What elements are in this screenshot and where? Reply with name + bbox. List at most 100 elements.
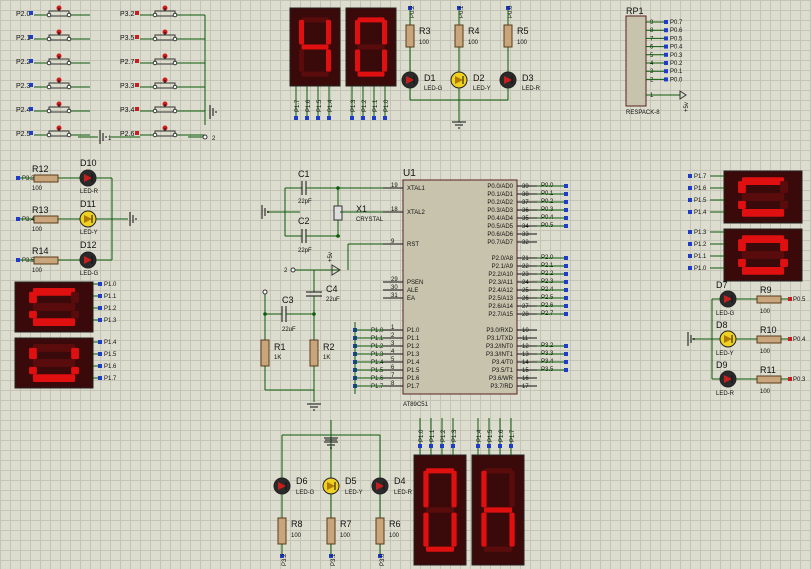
mcu-pin-num: 35 (522, 216, 529, 222)
mcu-pin-name: P2.5/A13 (488, 296, 513, 302)
junction-dot (312, 312, 316, 316)
pin-marker (98, 282, 102, 286)
led-ref: D9 (716, 360, 728, 370)
resistor-value: 1K (323, 355, 330, 361)
mcu-pin-name: P3.5/T1 (492, 368, 514, 374)
mcu-pin-num: 19 (391, 183, 398, 189)
pin-marker (564, 208, 568, 212)
vcc-label: +5v (328, 252, 334, 262)
resistor-R9[interactable] (756, 295, 782, 304)
switch-contact (152, 60, 158, 66)
display-pin-label: P1.5 (104, 352, 117, 358)
resistor-R11[interactable] (756, 375, 782, 384)
mcu-pin-name: P1.4 (407, 360, 420, 366)
segment-e (423, 512, 429, 547)
segment-a (741, 235, 785, 244)
pin-marker (135, 131, 139, 135)
junction-dot (336, 186, 340, 190)
segment-c (71, 366, 79, 375)
pin-marker (564, 256, 568, 260)
pin-marker (664, 52, 668, 57)
resistor-R2[interactable] (309, 339, 319, 367)
switch-contact (46, 60, 52, 66)
switch-contact (152, 132, 158, 138)
respack-net-label: P0.5 (670, 36, 683, 42)
mcu-net-label: P1.1 (371, 336, 384, 342)
pin-marker (487, 444, 491, 448)
mcu-pin-name: RST (407, 242, 419, 248)
resistor-R10[interactable] (756, 335, 782, 344)
display-pin-label: P1.5 (694, 198, 707, 204)
segment-b (382, 19, 387, 45)
segment-e (738, 200, 746, 209)
pin-marker (29, 59, 33, 63)
pin-marker (564, 264, 568, 268)
pin-marker (98, 306, 102, 310)
mcu-pin-name: P2.0/A8 (492, 256, 514, 262)
segment-a (301, 17, 329, 23)
resistor-R8[interactable] (277, 517, 287, 545)
segment-e (738, 258, 746, 267)
switch-net-label: P2.3 (16, 83, 31, 90)
led-triangle (84, 215, 92, 223)
respack-type: RESPACK-8 (626, 110, 660, 116)
resistor-R12[interactable] (33, 174, 59, 183)
respack-net-label: P0.6 (670, 28, 683, 34)
resistor-R13[interactable] (33, 215, 59, 224)
crystal-icon[interactable] (333, 205, 343, 221)
led-triangle (84, 256, 92, 264)
led-type: LED-Y (345, 490, 363, 496)
mcu-body[interactable] (402, 179, 518, 395)
led-net-label: P3.3 (22, 176, 35, 182)
resistor-R6[interactable] (375, 517, 385, 545)
mcu-part: AT89C51 (403, 402, 429, 408)
segment-g (301, 44, 329, 50)
resistor-R14[interactable] (33, 256, 59, 265)
switch-contact (66, 84, 72, 90)
segment-d (425, 546, 455, 552)
terminal-icon (262, 289, 268, 295)
segment-e (299, 49, 304, 72)
switch-net-label: P3.2 (120, 11, 135, 18)
resistor-ref: R13 (32, 205, 49, 215)
segment-b (326, 19, 331, 45)
resistor-R7[interactable] (326, 517, 336, 545)
mcu-pin-num: 2 (391, 333, 395, 339)
switch-body (154, 10, 176, 17)
segment-c (382, 49, 387, 72)
segment-c (780, 258, 788, 267)
segment-c (326, 49, 331, 72)
cap-ref: C1 (298, 169, 310, 179)
led-net-label: P0.3 (793, 377, 806, 383)
pin-marker (378, 554, 382, 558)
pin-marker (98, 364, 102, 368)
resistor-R1[interactable] (260, 339, 270, 367)
respack-body[interactable] (625, 15, 647, 107)
pin-marker (29, 11, 33, 15)
display-pin-label: P1.2 (441, 429, 447, 442)
mcu-pin-name: P3.2/INT0 (486, 344, 514, 350)
segment-b (71, 291, 79, 304)
pin-marker (305, 116, 309, 120)
display-pin-label: P1.2 (104, 306, 117, 312)
mcu-pin-num: 30 (391, 285, 398, 291)
pin-marker (372, 116, 376, 120)
mcu-pin-name: ALE (407, 288, 418, 294)
segment-f (738, 181, 746, 194)
switch-contact (46, 36, 52, 42)
mcu-net-label: P1.2 (371, 344, 384, 350)
display-pin-label: P1.4 (328, 99, 334, 112)
led-ref: D1 (424, 73, 436, 83)
resistor-R4[interactable] (454, 24, 464, 48)
resistor-R5[interactable] (503, 24, 513, 48)
led-type: LED-Y (80, 230, 98, 236)
segment-d (741, 266, 785, 275)
resistor-value: 100 (760, 389, 771, 395)
mcu-pin-num: 24 (522, 280, 529, 286)
led-ref: D11 (80, 199, 96, 209)
switch-contact (152, 36, 158, 42)
resistor-R3[interactable] (405, 24, 415, 48)
mcu-pin-num: 4 (391, 349, 395, 355)
